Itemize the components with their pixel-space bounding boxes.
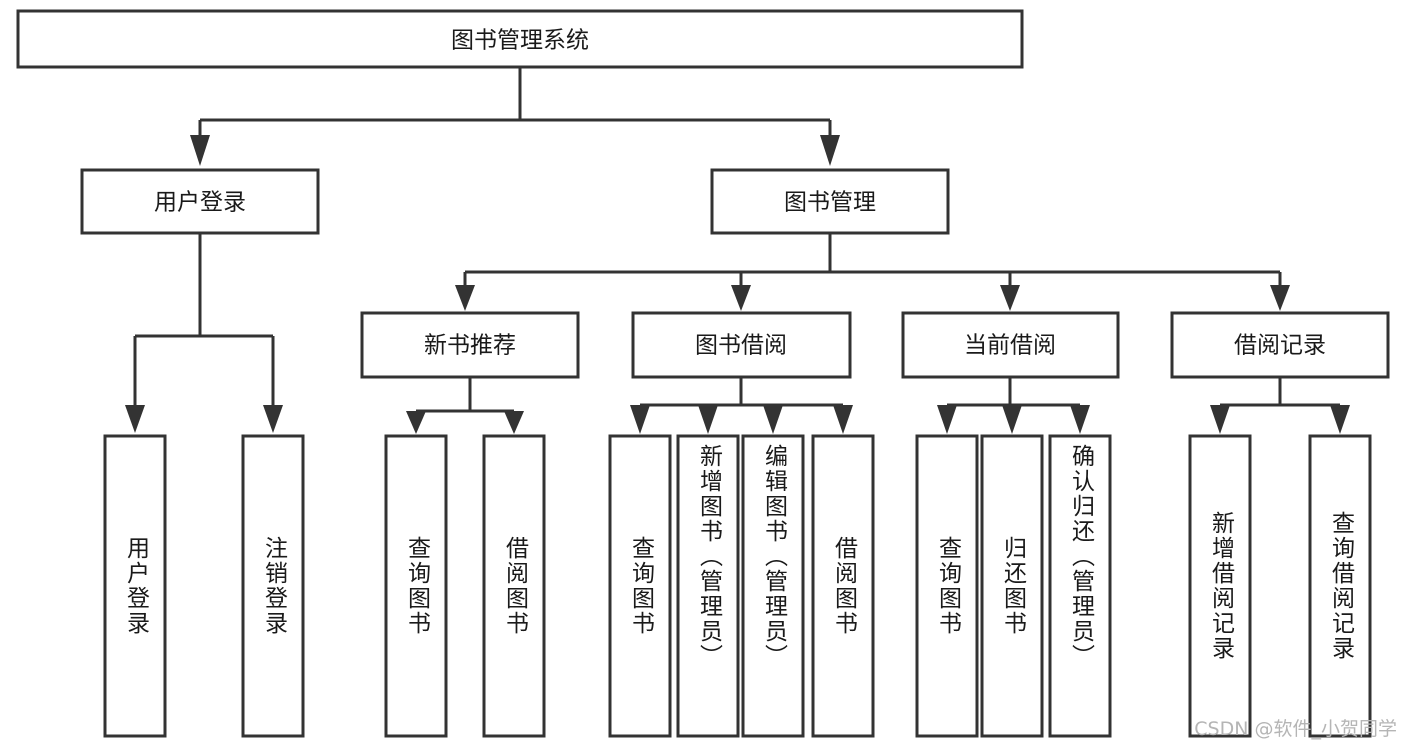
leaf-box-edit-book-admin[interactable] bbox=[741, 434, 805, 738]
node-user-login[interactable]: 用户登录 bbox=[80, 168, 320, 235]
connector-book-borrow-to-leaves bbox=[630, 377, 853, 434]
node-new-book-recommend-label: 新书推荐 bbox=[424, 333, 516, 359]
leaf-box-confirm-return-admin[interactable] bbox=[1048, 434, 1112, 738]
arrow-head-bb-leaf1 bbox=[630, 405, 650, 434]
arrow-head-user-login bbox=[190, 135, 210, 166]
node-user-login-label: 用户登录 bbox=[154, 190, 246, 216]
node-root-label: 图书管理系统 bbox=[451, 28, 589, 54]
node-root-box[interactable] bbox=[16, 9, 1024, 69]
arrow-head-current-borrow bbox=[1000, 285, 1020, 311]
arrow-head-book-borrow bbox=[731, 285, 751, 311]
arrow-head-br-leaf1 bbox=[1210, 405, 1230, 434]
leaf-box-add-book-admin[interactable] bbox=[676, 434, 740, 738]
node-borrow-records-label: 借阅记录 bbox=[1234, 333, 1326, 359]
node-new-book-recommend[interactable]: 新书推荐 bbox=[360, 311, 580, 379]
arrow-head-bb-leaf2 bbox=[698, 405, 718, 434]
leaf-box-borrow-books-nbr[interactable] bbox=[482, 434, 546, 738]
arrow-head-cb-leaf2 bbox=[1002, 405, 1022, 434]
arrow-head-nbr-leaf1 bbox=[406, 411, 426, 434]
leaf-box-borrow-books-bb[interactable] bbox=[811, 434, 875, 738]
node-book-management-box[interactable] bbox=[710, 168, 950, 235]
connector-root-to-level2 bbox=[190, 67, 840, 166]
arrow-head-br-leaf2 bbox=[1330, 405, 1350, 434]
connector-borrow-records-to-leaves bbox=[1210, 377, 1350, 434]
leaf-box-return-books[interactable] bbox=[980, 434, 1044, 738]
arrow-head-new-book-rec bbox=[455, 285, 475, 311]
arrow-head-leaf-logout bbox=[263, 405, 283, 433]
node-book-management-label: 图书管理 bbox=[784, 190, 876, 216]
node-new-book-recommend-box[interactable] bbox=[360, 311, 580, 379]
node-book-borrow[interactable]: 图书借阅 bbox=[631, 311, 852, 379]
node-book-borrow-box[interactable] bbox=[631, 311, 852, 379]
leaf-box-user-login[interactable] bbox=[103, 434, 167, 738]
leaf-box-add-borrow-record[interactable] bbox=[1188, 434, 1252, 738]
arrow-head-book-mgmt bbox=[820, 135, 840, 166]
connector-new-book-rec-to-leaves bbox=[406, 377, 524, 434]
arrow-head-bb-leaf3 bbox=[763, 405, 783, 434]
leaf-box-search-books-cb[interactable] bbox=[915, 434, 979, 738]
connector-user-login-to-leaves bbox=[125, 233, 283, 433]
node-borrow-records[interactable]: 借阅记录 bbox=[1170, 311, 1390, 379]
arrow-head-cb-leaf3 bbox=[1070, 405, 1090, 434]
node-current-borrow-box[interactable] bbox=[901, 311, 1120, 379]
node-current-borrow[interactable]: 当前借阅 bbox=[901, 311, 1120, 379]
leaf-box-search-books-nbr[interactable] bbox=[384, 434, 448, 738]
node-root[interactable]: 图书管理系统 bbox=[16, 9, 1024, 69]
arrow-head-cb-leaf1 bbox=[937, 405, 957, 434]
node-current-borrow-label: 当前借阅 bbox=[964, 333, 1056, 359]
node-borrow-records-box[interactable] bbox=[1170, 311, 1390, 379]
leaf-box-query-borrow-record[interactable] bbox=[1308, 434, 1372, 738]
connector-book-mgmt-to-level3 bbox=[455, 233, 1290, 311]
leaf-box-search-books-bb[interactable] bbox=[608, 434, 672, 738]
connector-current-borrow-to-leaves bbox=[937, 377, 1090, 434]
node-book-borrow-label: 图书借阅 bbox=[695, 333, 787, 359]
node-book-management[interactable]: 图书管理 bbox=[710, 168, 950, 235]
arrow-head-borrow-records bbox=[1270, 285, 1290, 311]
leaf-box-logout[interactable] bbox=[241, 434, 305, 738]
arrow-head-nbr-leaf2 bbox=[504, 411, 524, 434]
arrow-head-bb-leaf4 bbox=[833, 405, 853, 434]
arrow-head-leaf-user-login bbox=[125, 405, 145, 433]
csdn-watermark: CSDN @软件_小贺同学 bbox=[1194, 718, 1397, 740]
